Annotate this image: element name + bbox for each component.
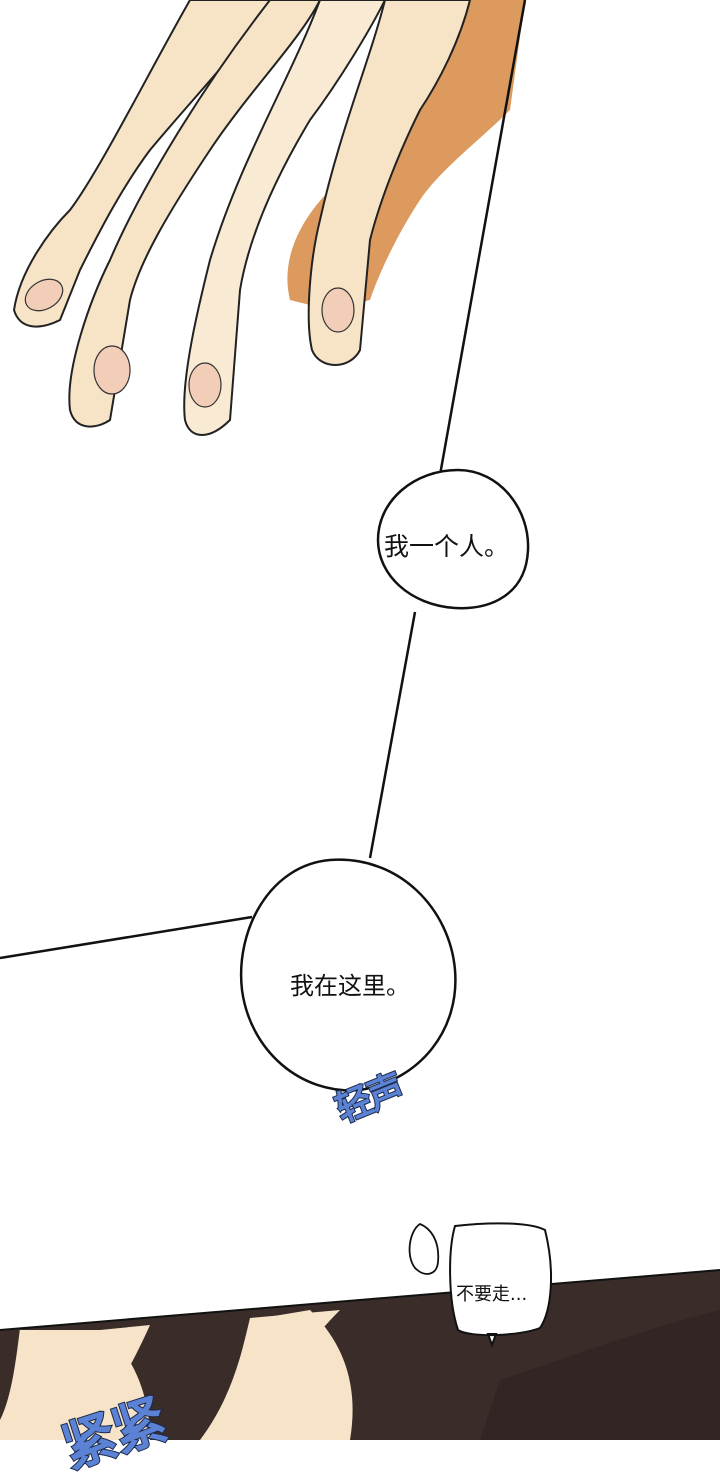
comic-artwork	[0, 0, 720, 1440]
speech-bubble	[449, 1222, 552, 1348]
panel-border	[368, 611, 417, 859]
speech-bubble	[376, 468, 530, 610]
thought-bubble	[408, 1222, 440, 1275]
bubble-text-3: 不要走...	[456, 1284, 528, 1305]
bubble-text-1: 我一个人。	[384, 532, 510, 561]
panel-border	[0, 915, 253, 960]
hand-illustration	[12, 0, 525, 436]
panel-border	[438, 0, 527, 476]
speech-bubble	[239, 858, 457, 1092]
bubble-text-2: 我在这里。	[290, 972, 410, 1000]
